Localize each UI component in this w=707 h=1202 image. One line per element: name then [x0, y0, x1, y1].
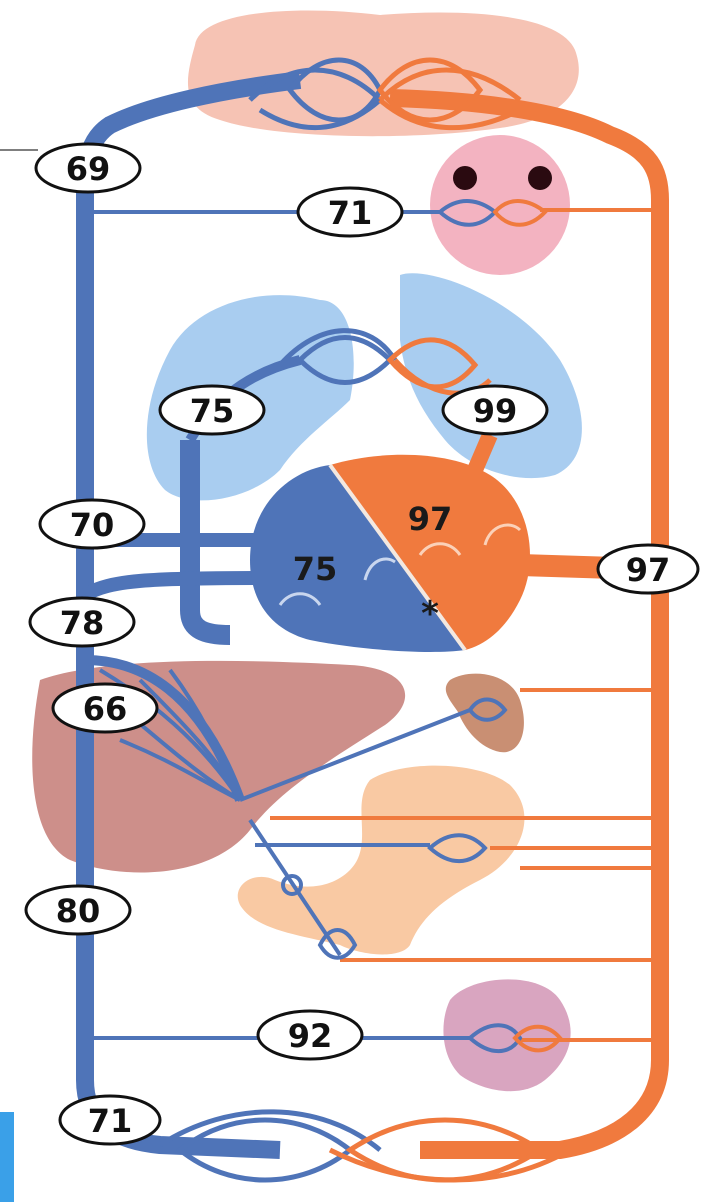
- label-legs: 71: [60, 1096, 160, 1144]
- label-ivc-text: 78: [60, 604, 105, 642]
- label-kidney: 92: [258, 1011, 362, 1059]
- label-ivc: 78: [30, 598, 134, 646]
- label-renal-vein: 80: [26, 886, 130, 934]
- heart: 97 75 *: [250, 455, 530, 652]
- right-eye-icon: [528, 166, 552, 190]
- kidney-organ: [443, 979, 570, 1091]
- label-aorta-text: 97: [626, 551, 671, 589]
- label-aorta: 97: [598, 545, 698, 593]
- label-eyes: 71: [298, 188, 402, 236]
- ivc-vessel: [85, 578, 260, 595]
- heart-right-value: 75: [293, 550, 338, 588]
- heart-left-value: 97: [408, 500, 453, 538]
- label-hepatic: 66: [53, 684, 157, 732]
- label-pulmonary-artery: 75: [160, 386, 264, 434]
- left-eye-icon: [453, 166, 477, 190]
- label-pulmonary-vein-text: 99: [473, 392, 518, 430]
- label-eyes-text: 71: [328, 194, 373, 232]
- label-pulmonary-artery-text: 75: [190, 392, 235, 430]
- corner-tab: [0, 1112, 14, 1202]
- label-svc-text: 70: [70, 506, 115, 544]
- label-svc: 70: [40, 500, 144, 548]
- label-head-vein-text: 69: [66, 150, 111, 188]
- heart-asterisk: *: [421, 594, 439, 634]
- label-kidney-text: 92: [288, 1017, 333, 1055]
- label-head-vein: 69: [36, 144, 140, 192]
- label-legs-text: 71: [88, 1102, 133, 1140]
- label-hepatic-text: 66: [83, 690, 128, 728]
- label-renal-vein-text: 80: [56, 892, 101, 930]
- label-pulmonary-vein: 99: [443, 386, 547, 434]
